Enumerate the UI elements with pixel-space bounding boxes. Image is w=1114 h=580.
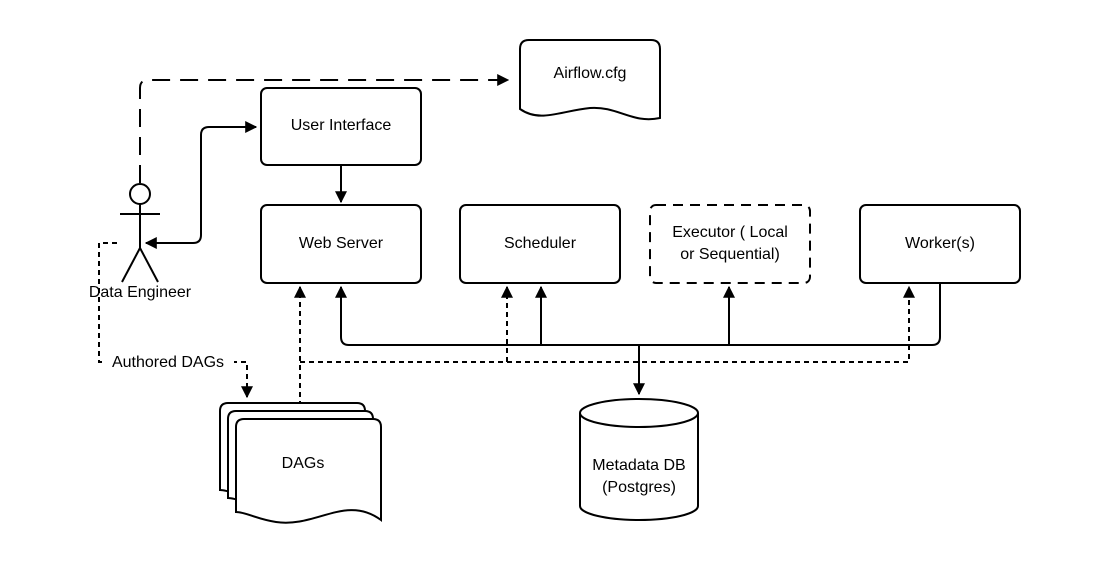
metadata-db-node: Metadata DB (Postgres) bbox=[579, 398, 699, 521]
edge-dags-bus bbox=[300, 285, 915, 363]
dags-label: DAGs bbox=[282, 455, 325, 472]
scheduler-label: Scheduler bbox=[504, 235, 577, 252]
user-interface-node: User Interface bbox=[260, 87, 422, 166]
executor-node: Executor ( Local or Sequential) bbox=[649, 204, 811, 284]
actor-right-leg bbox=[139, 247, 159, 283]
dags-node: DAGs bbox=[219, 402, 382, 524]
airflow-cfg-label: Airflow.cfg bbox=[554, 65, 627, 82]
authored-dags-edge-label: Authored DAGs bbox=[104, 351, 234, 371]
executor-label-line1: Executor ( Local bbox=[672, 224, 788, 241]
executor-label-line2: or Sequential) bbox=[680, 246, 780, 263]
metadata-db-label-line1: Metadata DB bbox=[592, 457, 685, 474]
actor-label: Data Engineer bbox=[89, 284, 192, 301]
authored-dags-label: Authored DAGs bbox=[112, 354, 224, 371]
metadata-db-label-line2: (Postgres) bbox=[602, 479, 676, 496]
data-engineer-actor: Data Engineer bbox=[89, 183, 192, 301]
edge-authored-dags bbox=[98, 242, 253, 399]
scheduler-node: Scheduler bbox=[459, 204, 621, 284]
edge-db-bus bbox=[335, 284, 941, 346]
edge-actor-user-interface bbox=[144, 121, 258, 249]
edge-actor-to-airflow-cfg bbox=[139, 74, 510, 183]
workers-label: Worker(s) bbox=[905, 235, 975, 252]
user-interface-label: User Interface bbox=[291, 117, 392, 134]
actor-head bbox=[129, 183, 151, 205]
airflow-cfg-node: Airflow.cfg bbox=[519, 39, 661, 121]
actor-left-leg bbox=[121, 247, 141, 283]
web-server-node: Web Server bbox=[260, 204, 422, 284]
workers-node: Worker(s) bbox=[859, 204, 1021, 284]
web-server-label: Web Server bbox=[299, 235, 384, 252]
